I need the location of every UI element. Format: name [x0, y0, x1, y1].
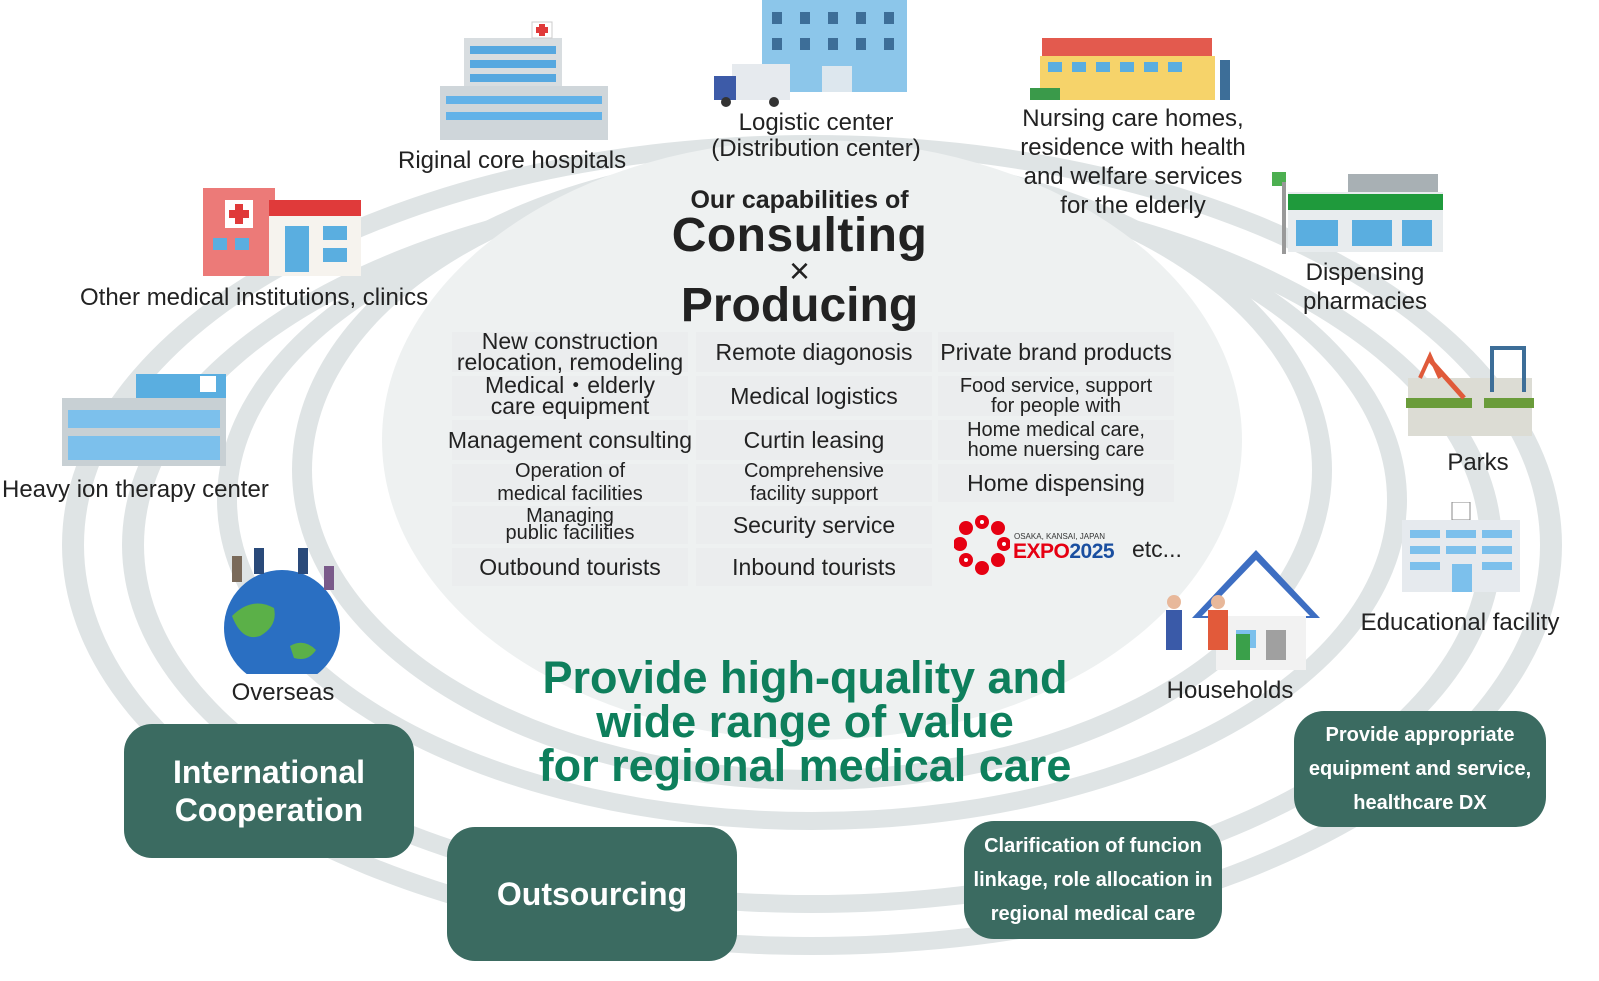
pill-clarification: Clarification of funcion linkage, role a… [964, 821, 1222, 939]
expo-word: EXPO [1013, 540, 1070, 563]
label-clinics: Other medical institutions, clinics [80, 284, 429, 311]
cell-curtin-leasing: Curtin leasing [696, 420, 932, 460]
capabilities-consulting: Consulting [671, 209, 928, 262]
label-overseas: Overseas [231, 679, 335, 706]
label-logistic-center: Logistic center (Distribution center) [711, 109, 921, 162]
park-icon [1406, 346, 1534, 436]
cell-home-medical-care: Home medical care, home nuersing care [938, 420, 1174, 460]
cell-inbound-tourists: Inbound tourists [696, 548, 932, 586]
main-headline: Provide high-quality and wide range of v… [538, 652, 1072, 791]
cell-home-dispensing: Home dispensing [938, 464, 1174, 502]
pharmacy-icon [1272, 172, 1443, 254]
school-icon [1402, 502, 1520, 592]
heavy-ion-center-icon [62, 374, 226, 466]
pill-outsourcing: Outsourcing [447, 827, 737, 961]
label-core-hospitals: Riginal core hospitals [398, 147, 627, 174]
cell-operation-facilities: Operation of medical facilities [452, 460, 688, 505]
cell-public-facilities: Managing public facilities [452, 506, 688, 544]
logistic-center-icon [714, 0, 907, 107]
label-households: Households [1166, 677, 1294, 704]
label-nursing-homes: Nursing care homes, residence with healt… [1020, 105, 1246, 219]
cell-facility-support: Comprehensive facility support [696, 460, 932, 505]
cell-medical-logistics: Medical logistics [696, 376, 932, 416]
label-educational: Educational facility [1360, 609, 1560, 636]
household-icon [1166, 550, 1320, 670]
cell-medical-equipment: Medical・elderly care equipment [452, 374, 688, 418]
nursing-home-icon [1030, 38, 1230, 100]
cell-private-brand: Private brand products [938, 332, 1174, 372]
hospital-icon [440, 21, 608, 140]
cell-management-consulting: Management consulting [448, 420, 692, 460]
cell-construction: New construction relocation, remodeling [452, 330, 688, 374]
globe-icon [224, 548, 340, 674]
etc-label: etc... [1132, 536, 1182, 562]
expo-location: OSAKA, KANSAI, JAPAN [1014, 532, 1105, 541]
pill-international-cooperation: International Cooperation [124, 724, 414, 858]
label-parks: Parks [1447, 449, 1509, 476]
pill-equipment-dx: Provide appropriate equipment and servic… [1294, 711, 1546, 827]
cell-outbound-tourists: Outbound tourists [452, 548, 688, 586]
expo-wordmark: EXPO2025 [1013, 540, 1115, 564]
label-heavy-ion: Heavy ion therapy center [2, 476, 269, 503]
capabilities-producing: Producing [680, 279, 919, 332]
label-pharmacies: Dispensing pharmacies [1302, 259, 1428, 315]
capabilities-times: × [788, 250, 811, 291]
expo-year: 2025 [1069, 540, 1115, 563]
cell-food-service: Food service, support for people with [938, 376, 1174, 416]
clinic-icon [203, 188, 361, 276]
expo-mascot-logo [954, 515, 1010, 575]
capabilities-intro: Our capabilities of [690, 186, 909, 214]
cell-remote-diagnosis: Remote diagonosis [696, 332, 932, 372]
cell-security-service: Security service [696, 506, 932, 544]
